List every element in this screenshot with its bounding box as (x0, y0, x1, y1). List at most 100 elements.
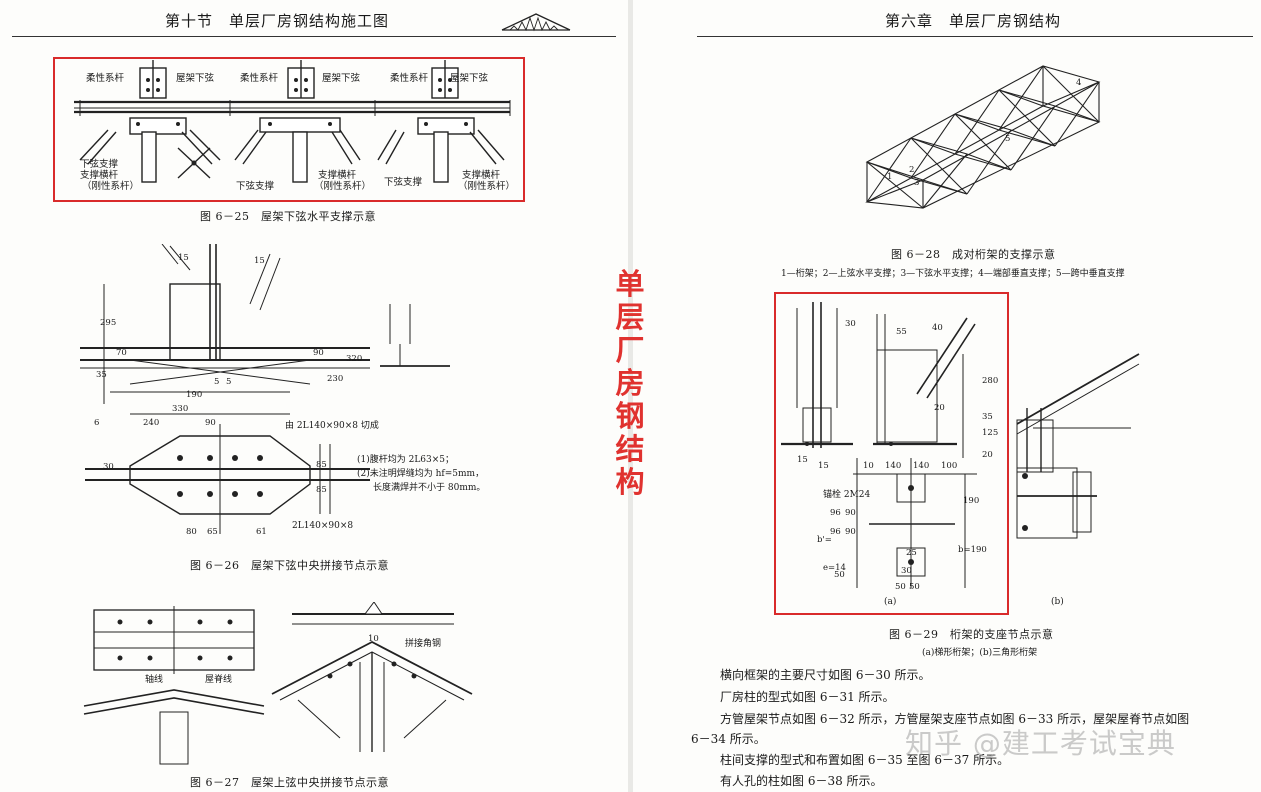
fig25-label-flexible-tie-3: 柔性系杆 (390, 73, 429, 84)
fig26-dim-70: 70 (116, 348, 127, 358)
fig26-dim-320: 320 (346, 354, 363, 364)
title-char-5: 钢 (615, 399, 645, 433)
fig26-dim-90: 90 (313, 348, 324, 358)
fig26-dim-85b: 85 (316, 485, 327, 495)
fig25-label-flexible-tie-1: 柔性系杆 (86, 73, 125, 84)
fig29-dim-30: 30 (845, 319, 856, 329)
fig26-cut-note: 由 2L140×90×8 切成 (285, 421, 379, 431)
title-char-4: 房 (615, 366, 645, 400)
fig29-dim-20a: 20 (934, 403, 945, 413)
fig25-label-strut-1: 支撑横杆 (80, 170, 119, 181)
fig26-note-1: (1)腹杆均为 2L63×5； (357, 455, 455, 465)
fig26-drawing (80, 244, 450, 534)
fig29-panel-b: (b) (1051, 597, 1064, 607)
fig26-dim-80: 80 (186, 527, 197, 537)
fig29-dim-25: 25 (906, 548, 917, 558)
fig29-dim-e14: e=14 (823, 563, 846, 573)
fig25-label-bottom-chord-1: 屋架下弦 (176, 73, 215, 84)
fig26-dim-61: 61 (256, 527, 267, 537)
fig29-dim-190: 190 (963, 496, 980, 506)
fig25-label-brace-2: 下弦支撑 (236, 181, 275, 192)
fig29-dim-280: 280 (982, 376, 999, 386)
fig26-dim-230: 230 (327, 374, 344, 384)
fig26-dim-15b: 15 (254, 256, 265, 266)
fig29-dim-50b: 50 (909, 582, 920, 592)
fig29-caption: 图 6－29 桁架的支座节点示意 (889, 628, 1054, 641)
fig29-dim-b190: b=190 (958, 545, 987, 555)
fig29-dim-125: 125 (982, 428, 999, 438)
fig25-label-rigid-tie-3: （刚性系杆） (458, 181, 516, 192)
fig26-angle-label: 2L140×90×8 (292, 521, 354, 531)
right-header-rule (697, 36, 1253, 37)
fig26-note-3: 长度满焊并不小于 80mm。 (373, 483, 486, 493)
fig25-label-rigid-tie-2: （刚性系杆） (314, 181, 372, 192)
fig26-dim-190: 190 (186, 390, 203, 400)
fig28-number-2: 2 (909, 165, 915, 175)
fig26-dim-90b: 90 (205, 418, 216, 428)
truss-logo-icon (501, 13, 571, 32)
title-char-6: 结 (615, 432, 645, 466)
fig26-dim-240: 240 (143, 418, 160, 428)
fig25-highlight-box (53, 57, 525, 202)
left-header-rule (12, 36, 616, 37)
fig29b-drawing (1016, 353, 1140, 539)
body-line-6: 有人孔的柱如图 6－38 所示。 (720, 774, 883, 788)
right-page-header: 第六章 单层厂房钢结构 (885, 12, 1062, 30)
body-line-3: 方管屋架节点如图 6－32 所示，方管屋架支座节点如图 6－33 所示，屋架屋脊… (720, 712, 1190, 726)
fig29-dim-100: 100 (941, 461, 958, 471)
fig28-number-5: 5 (1005, 134, 1011, 144)
fig29-dim-90a: 90 (845, 508, 856, 518)
fig26-dim-15a: 15 (178, 253, 189, 263)
fig29-dim-15b: 15 (818, 461, 829, 471)
fig25-label-bottom-chord-3: 屋架下弦 (450, 73, 489, 84)
fig26-dim-295: 295 (100, 318, 117, 328)
fig26-dim-6: 6 (94, 418, 100, 428)
fig29-dim-35: 35 (982, 412, 993, 422)
fig29-dim-96a: 96 (830, 508, 841, 518)
fig27-dim-10: 10 (368, 634, 379, 644)
fig26-note-2: (2)未注明焊缝均为 hf=5mm， (357, 469, 485, 479)
fig28-legend: 1—桁架；2—上弦水平支撑；3—下弦水平支撑；4—端部垂直支撑；5—跨中垂直支撑 (781, 269, 1125, 279)
fig28-number-4: 4 (1076, 78, 1082, 88)
fig25-label-bottom-chord-2: 屋架下弦 (322, 73, 361, 84)
fig25-label-flexible-tie-2: 柔性系杆 (240, 73, 279, 84)
fig29-dim-10: 10 (863, 461, 874, 471)
fig28-number-1: 1 (887, 172, 893, 182)
fig27-label-splice-angle: 拼接角钢 (405, 639, 442, 649)
fig27-caption: 图 6－27 屋架上弦中央拼接节点示意 (190, 776, 389, 789)
fig26-dim-30: 30 (103, 462, 114, 472)
fig29-dim-50a: 50 (895, 582, 906, 592)
zhihu-watermark: 知乎 @建工考试宝典 (905, 727, 1176, 760)
fig26-dim-330: 330 (172, 404, 189, 414)
fig26-dim-85a: 85 (316, 460, 327, 470)
fig26-dim-65: 65 (207, 527, 218, 537)
fig29-sub: (a)梯形桁架；(b)三角形桁架 (922, 648, 1038, 658)
book-gutter (628, 0, 633, 792)
overlay-vertical-title: 单 层 厂 房 钢 结 构 (612, 268, 648, 499)
fig27-drawing (83, 602, 473, 765)
title-char-2: 层 (615, 300, 645, 334)
body-line-1: 横向框架的主要尺寸如图 6－30 所示。 (720, 668, 931, 682)
fig26-dim-35: 35 (96, 370, 107, 380)
fig29-dim-140a: 140 (885, 461, 902, 471)
fig29-dim-140b: 140 (913, 461, 930, 471)
fig29-dim-bprime: b'= (817, 535, 832, 545)
fig25-label-rigid-tie-1: （刚性系杆） (82, 181, 140, 192)
fig25-caption: 图 6－25 屋架下弦水平支撑示意 (200, 210, 376, 223)
left-page-header: 第十节 单层厂房钢结构施工图 (165, 12, 390, 30)
fig27-label-ridge: 屋脊线 (205, 675, 233, 685)
fig26-caption: 图 6－26 屋架下弦中央拼接节点示意 (190, 559, 389, 572)
fig25-label-brace-1: 下弦支撑 (80, 159, 119, 170)
fig29-dim-55: 55 (896, 327, 907, 337)
fig26-dim-5b: 5 (226, 377, 232, 387)
fig29-dim-40: 40 (932, 323, 943, 333)
title-char-7: 构 (615, 465, 645, 499)
fig29-dim-20b: 20 (982, 450, 993, 460)
fig28-drawing (865, 65, 1101, 209)
fig27-label-axis: 轴线 (145, 675, 164, 685)
body-line-2: 厂房柱的型式如图 6－31 所示。 (720, 690, 895, 704)
fig26-dim-5a: 5 (214, 377, 220, 387)
fig25-label-brace-3: 下弦支撑 (384, 177, 423, 188)
fig29-dim-15a: 15 (797, 455, 808, 465)
fig25-drawing (74, 60, 511, 183)
